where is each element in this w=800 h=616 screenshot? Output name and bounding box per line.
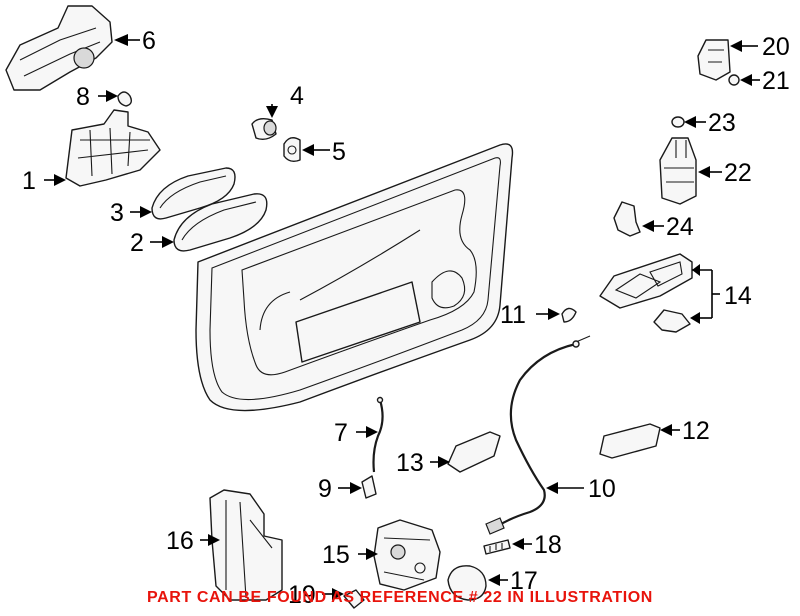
label-18-text: 18 — [534, 531, 562, 559]
label-11-text: 11 — [500, 301, 526, 329]
label-23-text: 23 — [708, 109, 736, 137]
label-2: 2 — [130, 229, 174, 257]
part-14 — [599, 253, 693, 333]
label-15-text: 15 — [322, 541, 350, 569]
label-4-text: 4 — [290, 82, 304, 110]
part-15 — [373, 519, 441, 591]
label-4: 4 — [266, 82, 304, 118]
part-22 — [659, 137, 697, 205]
label-9: 9 — [318, 475, 362, 503]
label-15: 15 — [322, 541, 378, 569]
part-24 — [613, 201, 641, 237]
label-12: 12 — [660, 417, 710, 445]
label-16-text: 16 — [166, 527, 194, 555]
part-18 — [483, 539, 511, 555]
label-9-text: 9 — [318, 475, 332, 503]
label-10-text: 10 — [588, 475, 616, 503]
reference-note: PART CAN BE FOUND AS REFERENCE # 22 IN I… — [147, 589, 653, 606]
part-10 — [485, 335, 591, 535]
label-13-text: 13 — [396, 449, 424, 477]
door-shell — [195, 143, 514, 412]
part-17 — [447, 565, 487, 601]
label-21-text: 21 — [762, 67, 790, 95]
label-23: 23 — [684, 109, 736, 137]
label-5: 5 — [302, 138, 346, 166]
part-11 — [561, 307, 577, 323]
label-14: 14 — [690, 264, 752, 324]
part-23 — [671, 116, 685, 128]
part-9 — [361, 475, 377, 499]
part-21 — [728, 74, 740, 86]
label-12-text: 12 — [682, 417, 710, 445]
part-3 — [151, 167, 236, 220]
label-16: 16 — [166, 527, 220, 555]
label-22: 22 — [698, 159, 752, 187]
label-24-text: 24 — [666, 213, 694, 241]
part-6 — [5, 5, 113, 91]
part-4 — [251, 117, 277, 141]
label-14-text: 14 — [724, 282, 752, 310]
label-6-text: 6 — [142, 27, 156, 55]
label-20: 20 — [730, 33, 790, 61]
label-7-text: 7 — [334, 419, 348, 447]
label-19: 19 — [288, 581, 344, 609]
label-5-text: 5 — [332, 138, 346, 166]
label-17-text: 17 — [510, 567, 538, 595]
part-8 — [117, 91, 133, 107]
label-13: 13 — [396, 449, 450, 477]
label-19-text: 19 — [288, 581, 316, 609]
label-1: 1 — [22, 167, 66, 195]
part-16 — [209, 489, 283, 601]
label-18: 18 — [512, 531, 562, 559]
part-20 — [697, 39, 731, 81]
part-7 — [372, 396, 384, 473]
part-19 — [343, 589, 365, 609]
label-8: 8 — [76, 83, 118, 111]
part-2 — [173, 193, 268, 252]
label-21: 21 — [740, 67, 790, 95]
part-12 — [599, 423, 661, 459]
label-24: 24 — [642, 213, 694, 241]
label-10: 10 — [546, 475, 616, 503]
label-3-text: 3 — [110, 199, 124, 227]
label-7: 7 — [334, 419, 378, 447]
part-1 — [65, 109, 161, 187]
label-6: 6 — [114, 27, 156, 55]
part-13 — [447, 431, 501, 473]
label-11: 11 — [500, 301, 560, 329]
part-5 — [283, 137, 301, 163]
label-8-text: 8 — [76, 83, 90, 111]
label-3: 3 — [110, 199, 152, 227]
label-20-text: 20 — [762, 33, 790, 61]
label-22-text: 22 — [724, 159, 752, 187]
label-2-text: 2 — [130, 229, 144, 257]
label-1-text: 1 — [22, 167, 36, 195]
label-17: 17 — [488, 567, 538, 595]
